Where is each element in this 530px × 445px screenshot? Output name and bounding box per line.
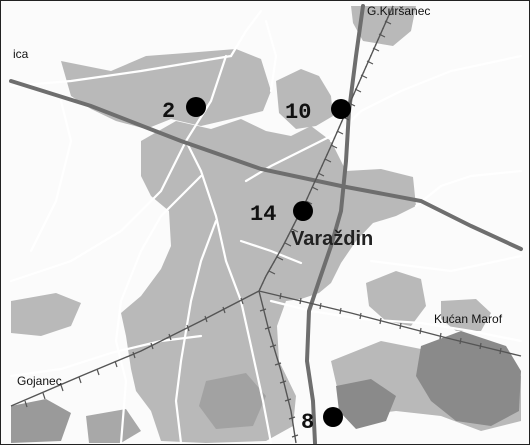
minor-road [9,334,203,378]
city-label: Varaždin [291,228,373,250]
marker-dot[interactable] [323,407,343,427]
forest-patch-west [86,409,141,443]
marker-2[interactable]: 2 [162,97,206,124]
minor-road [269,299,523,343]
marker-dot[interactable] [331,99,351,119]
place-labels: G.Kuršanec ica Gojanec Kućan Marof Varaž… [13,4,503,388]
marker-label: 10 [285,100,311,125]
minor-road [239,239,303,265]
place-label-east: Kućan Marof [434,312,503,326]
forest-patch-south [336,379,396,429]
railway-east-line [258,290,522,357]
minor-road [329,54,523,143]
urban-area-east [366,271,426,326]
marker-label: 8 [301,410,314,435]
railway-ticks [24,20,502,438]
minor-road [229,9,263,58]
marker-dot[interactable] [293,201,313,221]
minor-road [174,219,218,444]
forest-patch-south-center [199,373,266,429]
urban-area-north [61,49,271,129]
minor-road [184,139,273,444]
railway-southwest-line [10,290,260,407]
minor-road [184,54,228,143]
place-label-north: G.Kuršanec [367,4,430,18]
minor-road [114,174,203,444]
minor-road [369,254,523,273]
forest-areas [11,331,521,443]
forest-patch-southwest [11,399,71,443]
place-label-west: ica [13,47,29,61]
minor-road [9,54,233,88]
minor-road [9,139,188,283]
marker-8[interactable]: 8 [301,407,343,435]
marker-10[interactable]: 10 [285,99,351,125]
marker-label: 14 [250,202,276,227]
minor-road [264,19,278,93]
minor-roads [9,9,523,444]
minor-road [244,129,343,183]
railway-south-line [258,290,297,444]
urban-area-north-east [276,69,333,129]
minor-road [29,99,73,253]
forest-patch-southeast [416,331,521,426]
major-road-west-east [9,79,523,251]
urban-area-west [11,293,81,336]
place-label-southwest: Gojanec [17,374,62,388]
major-road-north-south [304,4,365,444]
marker-label: 2 [162,99,175,124]
minor-road [414,169,523,208]
major-roads [9,4,523,444]
marker-14[interactable]: 14 [250,201,313,227]
urban-area-southeast [441,299,491,331]
marker-dot[interactable] [186,97,206,117]
